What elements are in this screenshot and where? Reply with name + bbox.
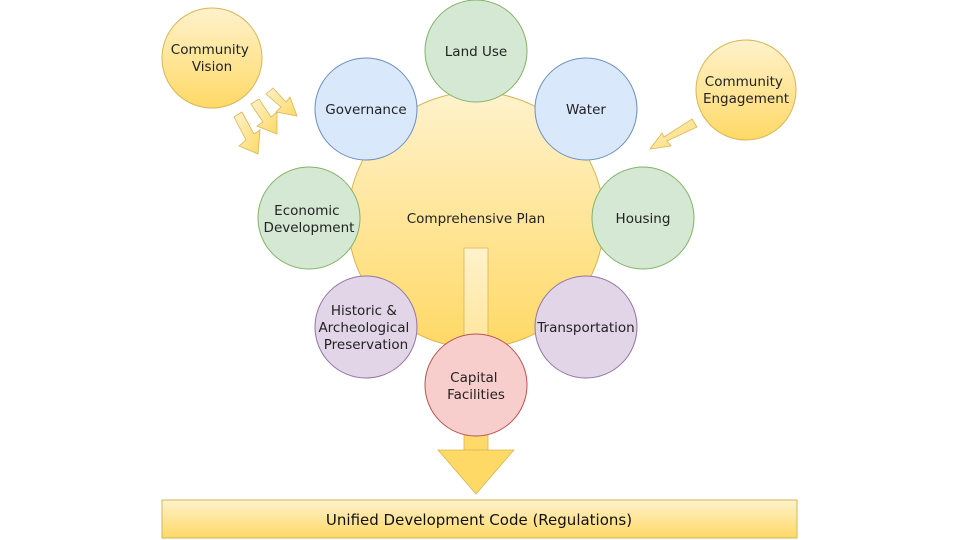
svg-text:Housing: Housing [616,211,671,227]
vision-arrows [233,87,298,155]
svg-text:Community Engagement: Community Engagement [703,74,789,107]
svg-text:Water: Water [566,102,606,118]
svg-text:Land Use: Land Use [445,44,507,60]
land-use-node: Land Use [424,0,528,103]
svg-text:Community Vision: Community Vision [171,42,253,75]
unified-development-code-bar: Unified Development Code (Regulations) [161,499,798,539]
housing-node: Housing [591,166,695,270]
historic-preservation-node: Historic & Archeological Preservation [314,275,418,379]
engagement-arrow-icon [649,118,698,150]
economic-development-node: Economic Development [257,166,361,270]
capital-facilities-node: Capital Facilities [424,333,528,437]
svg-text:Capital Facilities: Capital Facilities [447,370,505,403]
svg-text:Comprehensive Plan: Comprehensive Plan [407,211,545,227]
water-node: Water [534,57,638,161]
svg-text:Historic & Archeological: Historic & Archeological Preservation [318,303,413,353]
governance-node: Governance [314,57,418,161]
community-engagement-node: Community Engagement [695,39,797,141]
svg-text:Unified Development Code (Regu: Unified Development Code (Regulations) [326,511,632,529]
community-vision-node: Community Vision [161,7,263,109]
transportation-node: Transportation [534,275,638,379]
vision-arrow-icon [233,111,261,155]
svg-text:Transportation: Transportation [536,320,634,336]
svg-text:Governance: Governance [325,102,406,118]
svg-text:Economic Development: Economic Development [264,203,355,236]
vision-arrow-icon [250,98,278,135]
vision-arrow-icon [265,87,298,117]
